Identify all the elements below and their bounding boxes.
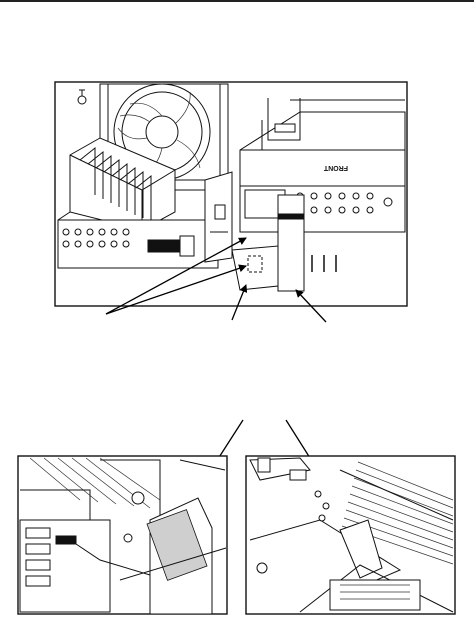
callout-arrow-2 xyxy=(105,264,247,315)
flex-cable xyxy=(231,194,305,292)
screw-post xyxy=(77,89,87,105)
left-board xyxy=(57,219,219,269)
callout-arrow-1 xyxy=(105,237,247,315)
left-detail-panel xyxy=(17,455,228,615)
callout-arrow-4 xyxy=(295,289,327,323)
callout-arrow-3 xyxy=(231,284,248,321)
heatsink xyxy=(57,137,221,249)
page-top-rule xyxy=(0,0,474,2)
front-label: FRONT xyxy=(323,164,348,171)
right-detail-panel xyxy=(245,455,456,615)
main-illustration: FRONT xyxy=(54,81,408,323)
mount-bracket xyxy=(204,171,233,263)
main-callouts xyxy=(105,237,327,323)
